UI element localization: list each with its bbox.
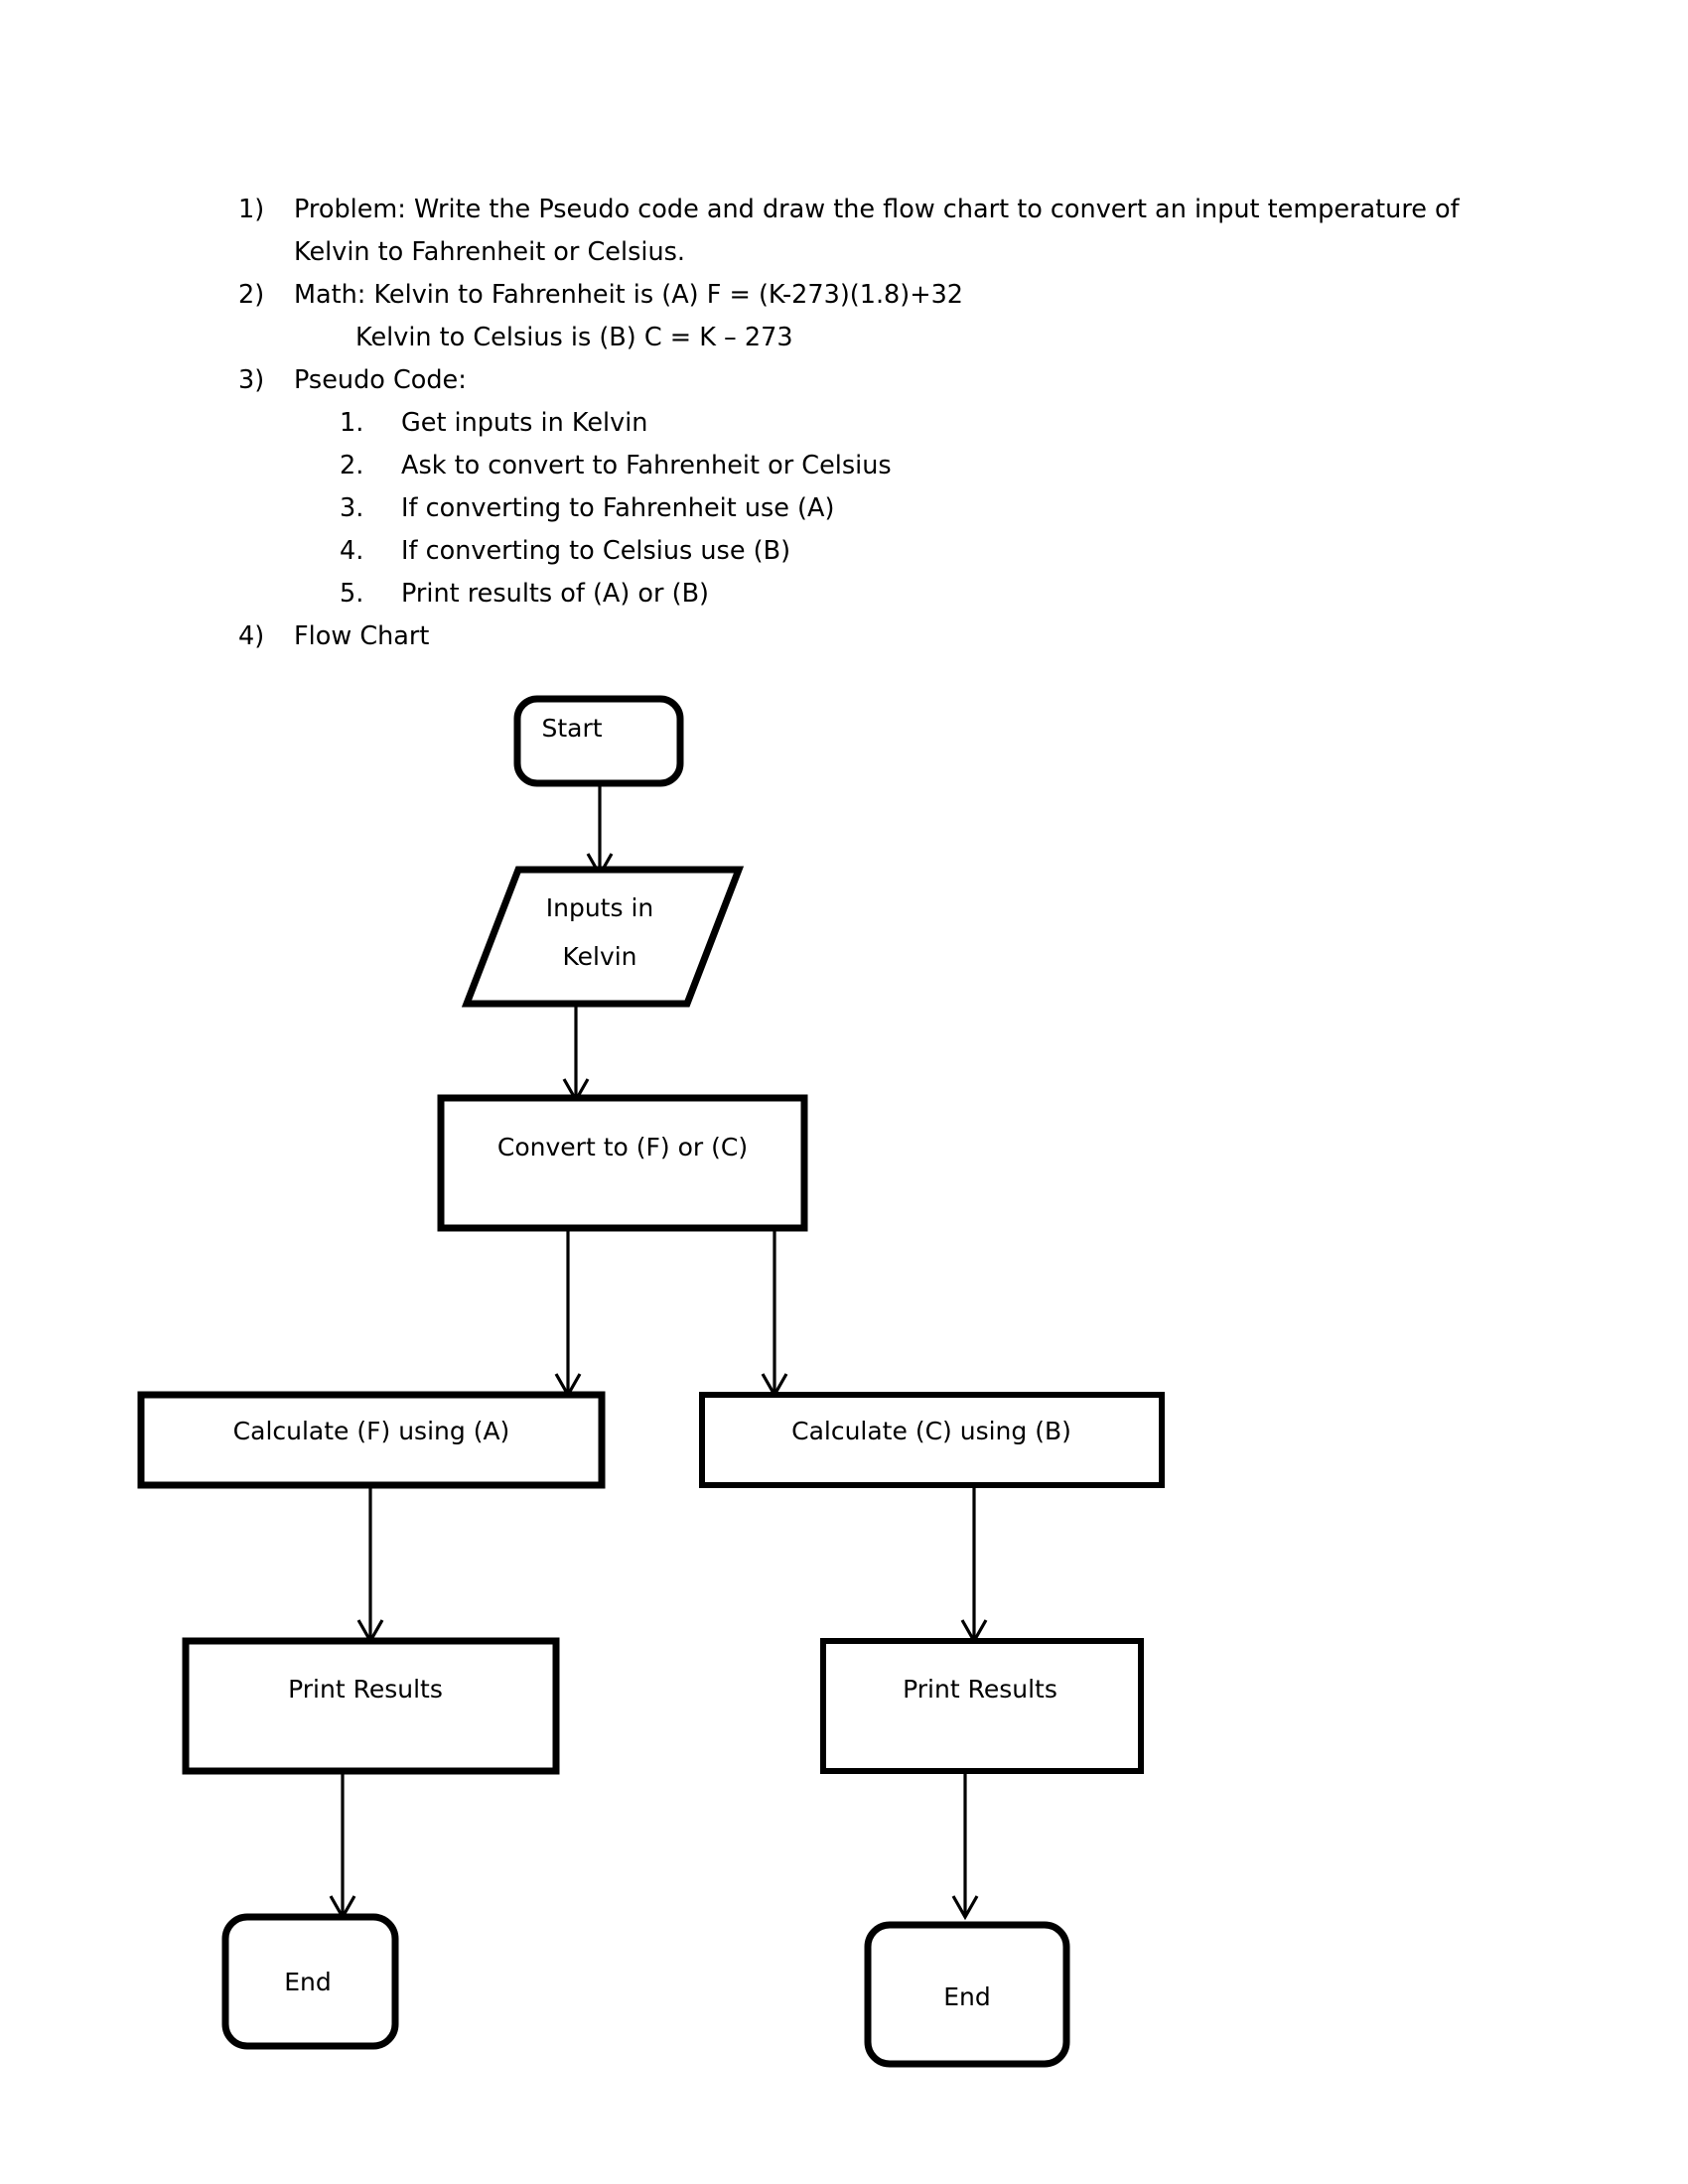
document-body: 1) Problem: Write the Pseudo code and dr… (238, 189, 1460, 658)
outline-item-1: 1) Problem: Write the Pseudo code and dr… (238, 189, 1460, 274)
convert-shape (437, 1094, 808, 1232)
pseudo-code-step: 5. Print results of (A) or (B) (294, 573, 1460, 615)
pseudo-code-marker: 4. (340, 536, 364, 566)
connector-start-to-input (586, 784, 614, 879)
outline-text-line: Pseudo Code: (294, 365, 467, 395)
connector-calc-c-to-print-c (960, 1486, 988, 1645)
connector-input-to-convert (562, 1006, 590, 1104)
flow-node-print-f[interactable]: Print Results (182, 1637, 560, 1775)
outline-item-2: 2) Math: Kelvin to Fahrenheit is (A) F =… (238, 274, 1460, 359)
calc-f-shape (137, 1391, 606, 1489)
outline-text-line: Flow Chart (294, 621, 430, 651)
calc-c-label: Calculate (C) using (B) (791, 1417, 1071, 1445)
outline-text-line: Math: Kelvin to Fahrenheit is (A) F = (K… (294, 280, 964, 310)
calc-c-shape (699, 1392, 1165, 1488)
pseudo-code-marker: 3. (340, 493, 364, 523)
print-c-label: Print Results (903, 1675, 1057, 1704)
pseudo-code-marker: 2. (340, 451, 364, 480)
pseudo-code-marker: 5. (340, 579, 364, 609)
pseudo-code-text: If converting to Celsius use (B) (401, 536, 791, 566)
pseudo-code-text: If converting to Fahrenheit use (A) (401, 493, 835, 523)
connector-convert-to-calc-f (554, 1231, 582, 1399)
end-f-label: End (284, 1968, 332, 1996)
connector-print-f-to-end-f (329, 1772, 356, 1921)
flow-node-input-kelvin[interactable]: Inputs in Kelvin (461, 866, 745, 1008)
flow-node-end-c[interactable]: End (864, 1921, 1070, 2068)
outline-text-line: Problem: Write the Pseudo code and draw … (294, 195, 1460, 224)
print-c-shape (820, 1638, 1144, 1774)
flow-node-end-f[interactable]: End (221, 1913, 399, 2050)
input-kelvin-label-line1: Inputs in (546, 893, 654, 922)
outline-marker: 3) (238, 365, 265, 395)
outline-marker: 1) (238, 195, 265, 224)
pseudo-code-step: 3. If converting to Fahrenheit use (A) (294, 487, 1460, 530)
outline-marker: 2) (238, 280, 265, 310)
print-f-label: Print Results (288, 1675, 443, 1704)
connector-convert-to-calc-c (761, 1231, 788, 1399)
print-f-shape (182, 1637, 560, 1775)
connector-print-c-to-end-c (951, 1772, 979, 1921)
outline-text-line: Kelvin to Celsius is (B) C = K – 273 (355, 323, 793, 352)
pseudo-code-marker: 1. (340, 408, 364, 438)
input-kelvin-shape (461, 866, 745, 1008)
end-c-shape (864, 1921, 1070, 2068)
outline-text-line: Kelvin to Fahrenheit or Celsius. (294, 237, 685, 267)
end-f-shape (221, 1913, 399, 2050)
calc-f-label: Calculate (F) using (A) (233, 1417, 510, 1445)
pseudo-code-step: 4. If converting to Celsius use (B) (294, 530, 1460, 573)
end-c-label: End (943, 1982, 991, 2011)
flow-chart: Start Inputs in Kelvin Convert to (F) or… (0, 655, 1688, 2144)
input-kelvin-label-line2: Kelvin (562, 942, 636, 971)
outline-list: 1) Problem: Write the Pseudo code and dr… (238, 189, 1460, 658)
start-shape (513, 695, 684, 787)
flow-node-calc-c[interactable]: Calculate (C) using (B) (699, 1392, 1165, 1488)
flow-chart-canvas: Start Inputs in Kelvin Convert to (F) or… (137, 695, 1165, 2068)
pseudo-code-step: 2. Ask to convert to Fahrenheit or Celsi… (294, 445, 1460, 487)
pseudo-code-list: 1. Get inputs in Kelvin 2. Ask to conver… (294, 402, 1460, 615)
start-label: Start (541, 714, 602, 743)
outline-item-3: 3) Pseudo Code: 1. Get inputs in Kelvin … (238, 359, 1460, 615)
pseudo-code-step: 1. Get inputs in Kelvin (294, 402, 1460, 445)
pseudo-code-text: Get inputs in Kelvin (401, 408, 648, 438)
flow-node-calc-f[interactable]: Calculate (F) using (A) (137, 1391, 606, 1489)
pseudo-code-text: Print results of (A) or (B) (401, 579, 710, 609)
convert-label: Convert to (F) or (C) (497, 1133, 748, 1161)
outline-item-4: 4) Flow Chart (238, 615, 1460, 658)
flow-node-print-c[interactable]: Print Results (820, 1638, 1144, 1774)
flow-node-convert[interactable]: Convert to (F) or (C) (437, 1094, 808, 1232)
pseudo-code-text: Ask to convert to Fahrenheit or Celsius (401, 451, 892, 480)
flow-node-start[interactable]: Start (513, 695, 684, 787)
outline-marker: 4) (238, 621, 265, 651)
connector-calc-f-to-print-f (356, 1486, 384, 1645)
